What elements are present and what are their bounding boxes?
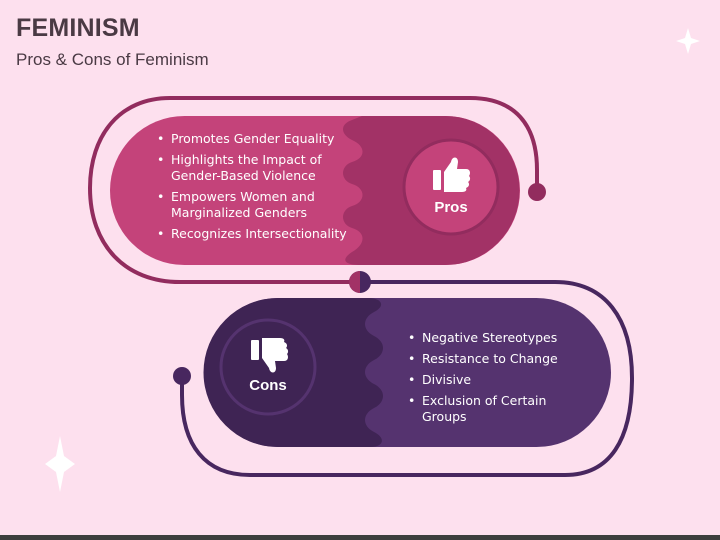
cons-connector-line <box>180 280 635 477</box>
cons-list-item: Exclusion of Certain Groups <box>406 393 576 425</box>
page-title: FEMINISM <box>16 14 140 42</box>
pros-list-item: Promotes Gender Equality <box>155 131 355 147</box>
pros-connector-end-dot <box>528 183 546 201</box>
pros-list-item: Highlights the Impact of Gender-Based Vi… <box>155 152 355 184</box>
cons-label: Cons <box>249 377 287 394</box>
pros-connector-line <box>87 96 539 284</box>
cons-list-item: Resistance to Change <box>406 351 576 367</box>
pros-list-item: Empowers Women and Marginalized Genders <box>155 189 355 221</box>
junction-dot-half <box>349 271 360 293</box>
pros-list: Promotes Gender Equality Highlights the … <box>155 131 355 247</box>
cons-badge-circle <box>219 318 317 416</box>
cons-list-item: Negative Stereotypes <box>406 330 576 346</box>
cons-list: Negative Stereotypes Resistance to Chang… <box>406 330 576 430</box>
sparkle-top-right-icon <box>676 28 700 54</box>
sparkle-bottom-left-icon <box>45 436 75 492</box>
page-subtitle: Pros & Cons of Feminism <box>16 50 209 69</box>
thumbs-up-icon <box>433 157 471 192</box>
thumbs-down-icon <box>251 338 289 373</box>
cons-list-item: Divisive <box>406 372 576 388</box>
cons-connector-end-dot <box>173 367 191 385</box>
pros-list-item: Recognizes Intersectionality <box>155 226 355 242</box>
bottom-bar <box>0 535 720 540</box>
pros-label: Pros <box>434 199 468 216</box>
